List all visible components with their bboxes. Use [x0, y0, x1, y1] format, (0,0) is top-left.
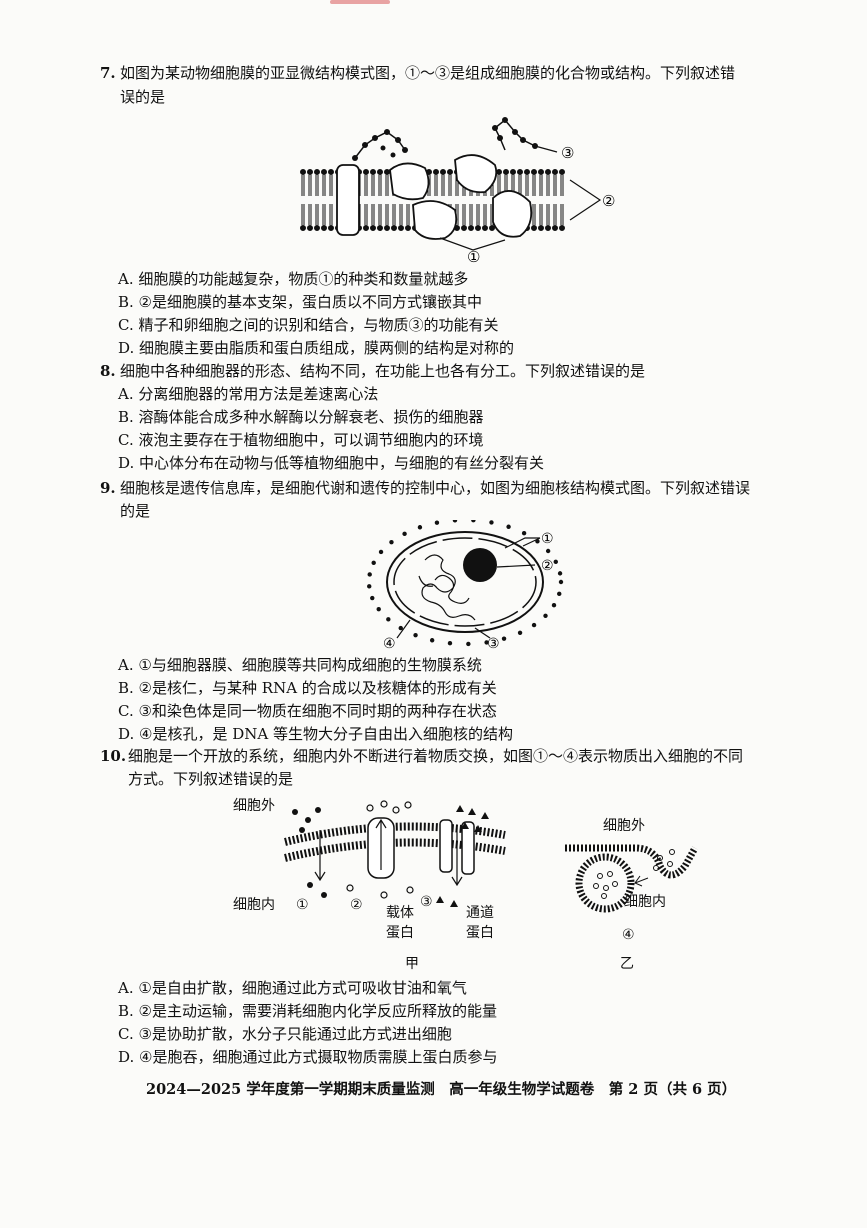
yi-outside-label: 细胞外 [603, 818, 645, 834]
q10-number: 10. [100, 747, 127, 765]
channel-label-line1: 通道 [466, 905, 494, 921]
endocytosis-diagram-yi [565, 844, 699, 913]
yi-number-4: ④ [622, 927, 635, 943]
jia-caption: 甲 [405, 956, 419, 972]
q7-option-b: B. ②是细胞膜的基本支架，蛋白质以不同方式镶嵌其中 [118, 293, 483, 311]
q10-option-c: C. ③是协助扩散，水分子只能通过此方式进出细胞 [118, 1025, 452, 1043]
q9-option-a: A. ①与细胞器膜、细胞膜等共同构成细胞的生物膜系统 [118, 656, 482, 674]
q7-option-c: C. 精子和卵细胞之间的识别和结合，与物质③的功能有关 [118, 316, 499, 334]
q7-label-1: ① [467, 248, 480, 265]
q8-option-b: B. 溶酶体能合成多种水解酶以分解衰老、损伤的细胞器 [118, 408, 484, 426]
yi-inside-label: 细胞内 [624, 894, 666, 910]
q9-label-4: ④ [383, 636, 396, 650]
q9-option-b: B. ②是核仁，与某种 RNA 的合成以及核糖体的形成有关 [118, 679, 497, 697]
page-footer: 2024—2025 学年度第一学期期末质量监测 高一年级生物学试题卷 第 2 页… [146, 1081, 737, 1098]
q9-label-2: ② [541, 558, 554, 574]
red-mark [330, 0, 390, 4]
q8-option-c: C. 液泡主要存在于植物细胞中，可以调节细胞内的环境 [118, 431, 484, 449]
carrier-label-line2: 蛋白 [386, 925, 414, 941]
transport-diagram-jia [284, 800, 506, 907]
q9-label-1: ① [541, 531, 554, 547]
q8-option-d: D. 中心体分布在动物与低等植物细胞中，与细胞的有丝分裂有关 [118, 454, 545, 472]
nucleus-diagram: ① ② ④ ③ [367, 520, 564, 650]
yi-caption: 乙 [620, 956, 634, 972]
q9-stem-line1: 细胞核是遗传信息库，是细胞代谢和遗传的控制中心，如图为细胞核结构模式图。下列叙述… [120, 479, 751, 497]
q7-label-2: ② [602, 192, 615, 210]
q8-number: 8. [100, 362, 116, 380]
q7-number: 7. [100, 64, 116, 82]
q10-option-b: B. ②是主动运输，需要消耗细胞内化学反应所释放的能量 [118, 1002, 498, 1020]
q9-stem-line2: 的是 [120, 502, 151, 520]
q9-option-c: C. ③和染色体是同一物质在细胞不同时期的两种存在状态 [118, 702, 497, 720]
q7-stem-line1: 如图为某动物细胞膜的亚显微结构模式图，①～③是组成细胞膜的化合物或结构。下列叙述… [120, 64, 736, 82]
q9-label-3: ③ [487, 636, 500, 650]
q9-number: 9. [100, 479, 116, 497]
q7-option-a: A. 细胞膜的功能越复杂，物质①的种类和数量就越多 [118, 270, 469, 288]
q7-stem-line2: 误的是 [120, 88, 166, 106]
jia-number-1: ① [296, 897, 309, 913]
q10-stem-line2: 方式。下列叙述错误的是 [128, 770, 294, 788]
cell-membrane-diagram: ③ ② ① [300, 117, 615, 265]
jia-outside-label: 细胞外 [233, 798, 275, 814]
channel-label-line2: 蛋白 [466, 925, 494, 941]
jia-inside-label: 细胞内 [233, 897, 275, 913]
q10-option-a: A. ①是自由扩散，细胞通过此方式可吸收甘油和氧气 [118, 979, 467, 997]
jia-number-3: ③ [420, 894, 433, 910]
q9-option-d: D. ④是核孔，是 DNA 等生物大分子自由出入细胞核的结构 [118, 725, 513, 743]
q10-stem-line1: 细胞是一个开放的系统，细胞内外不断进行着物质交换，如图①～④表示物质出入细胞的不… [128, 747, 744, 765]
q10-option-d: D. ④是胞吞，细胞通过此方式摄取物质需膜上蛋白质参与 [118, 1048, 498, 1066]
q7-option-d: D. 细胞膜主要由脂质和蛋白质组成，膜两侧的结构是对称的 [118, 339, 515, 357]
q8-option-a: A. 分离细胞器的常用方法是差速离心法 [118, 385, 379, 403]
q8-stem: 细胞中各种细胞器的形态、结构不同，在功能上也各有分工。下列叙述错误的是 [120, 362, 646, 380]
jia-number-2: ② [350, 897, 363, 913]
q7-label-3: ③ [561, 144, 574, 162]
carrier-label-line1: 载体 [386, 905, 414, 921]
